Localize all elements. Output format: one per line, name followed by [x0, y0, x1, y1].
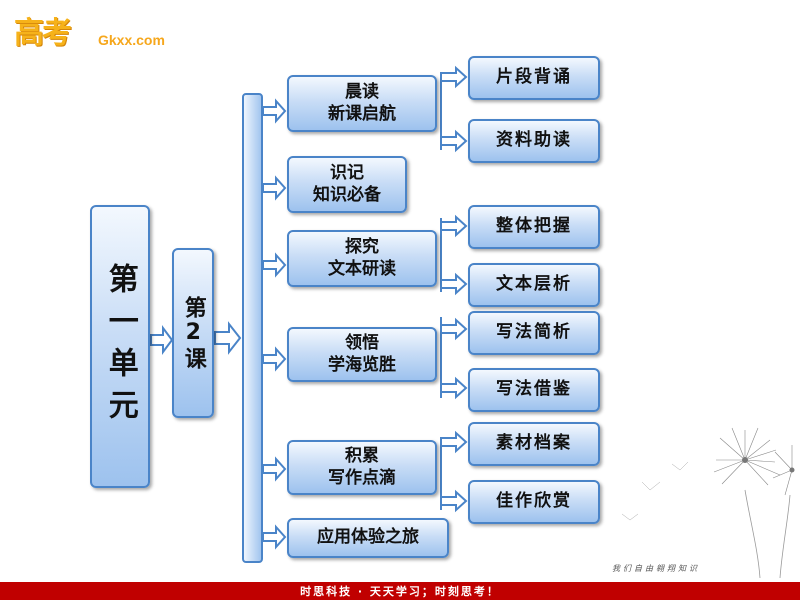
arrow-leaf-2	[440, 129, 468, 153]
lesson-box[interactable]: 第2课	[172, 248, 214, 418]
leaf-material-archive[interactable]: 素材档案	[468, 422, 600, 466]
dandelion-icon	[621, 427, 795, 579]
section-comprehend[interactable]: 领悟 学海览胜	[287, 327, 437, 382]
footer-text: 时思科技 · 天天学习；时刻思考！	[300, 585, 500, 598]
arrow-lesson-bar	[214, 321, 242, 355]
footer-bar: 时思科技 · 天天学习；时刻思考！	[0, 582, 800, 600]
vertical-bar	[242, 93, 263, 563]
decoration-caption: 我们自由翱翔知识	[612, 564, 700, 573]
section-morning-reading[interactable]: 晨读 新课启航	[287, 75, 437, 132]
arrow-leaf-7	[440, 430, 468, 454]
section-application[interactable]: 应用体验之旅	[287, 518, 449, 558]
section-memorize-knowledge[interactable]: 识记 知识必备	[287, 156, 407, 213]
arrow-leaf-6	[440, 376, 468, 400]
arrow-leaf-3	[440, 214, 468, 238]
leaf-writing-reference[interactable]: 写法借鉴	[468, 368, 600, 412]
arrow-leaf-8	[440, 489, 468, 513]
section-explore-text[interactable]: 探究 文本研读	[287, 230, 437, 287]
arrow-unit-lesson	[150, 325, 174, 355]
leaf-overall-grasp[interactable]: 整体把握	[468, 205, 600, 249]
leaf-excerpt-recitation[interactable]: 片段背诵	[468, 56, 600, 100]
arrow-leaf-5	[440, 317, 468, 341]
arrow-leaf-1	[440, 65, 468, 89]
leaf-text-analysis[interactable]: 文本层析	[468, 263, 600, 307]
arrow-bar-section-3	[262, 252, 287, 278]
logo-mark: 高考	[14, 16, 72, 51]
section-accumulate-writing[interactable]: 积累 写作点滴	[287, 440, 437, 495]
site-logo[interactable]: 高考 Gkxx.com	[6, 6, 186, 54]
arrow-bar-section-1	[262, 98, 287, 124]
logo-url: Gkxx.com	[98, 32, 165, 48]
arrow-bar-section-4	[262, 346, 287, 372]
arrow-bar-section-2	[262, 175, 287, 201]
arrow-bar-section-6	[262, 524, 287, 550]
arrow-bar-section-5	[262, 456, 287, 482]
unit-box[interactable]: 第一单元	[90, 205, 150, 488]
leaf-reference-reading[interactable]: 资料助读	[468, 119, 600, 163]
leaf-writing-brief[interactable]: 写法简析	[468, 311, 600, 355]
leaf-fine-works[interactable]: 佳作欣赏	[468, 480, 600, 524]
arrow-leaf-4	[440, 272, 468, 296]
